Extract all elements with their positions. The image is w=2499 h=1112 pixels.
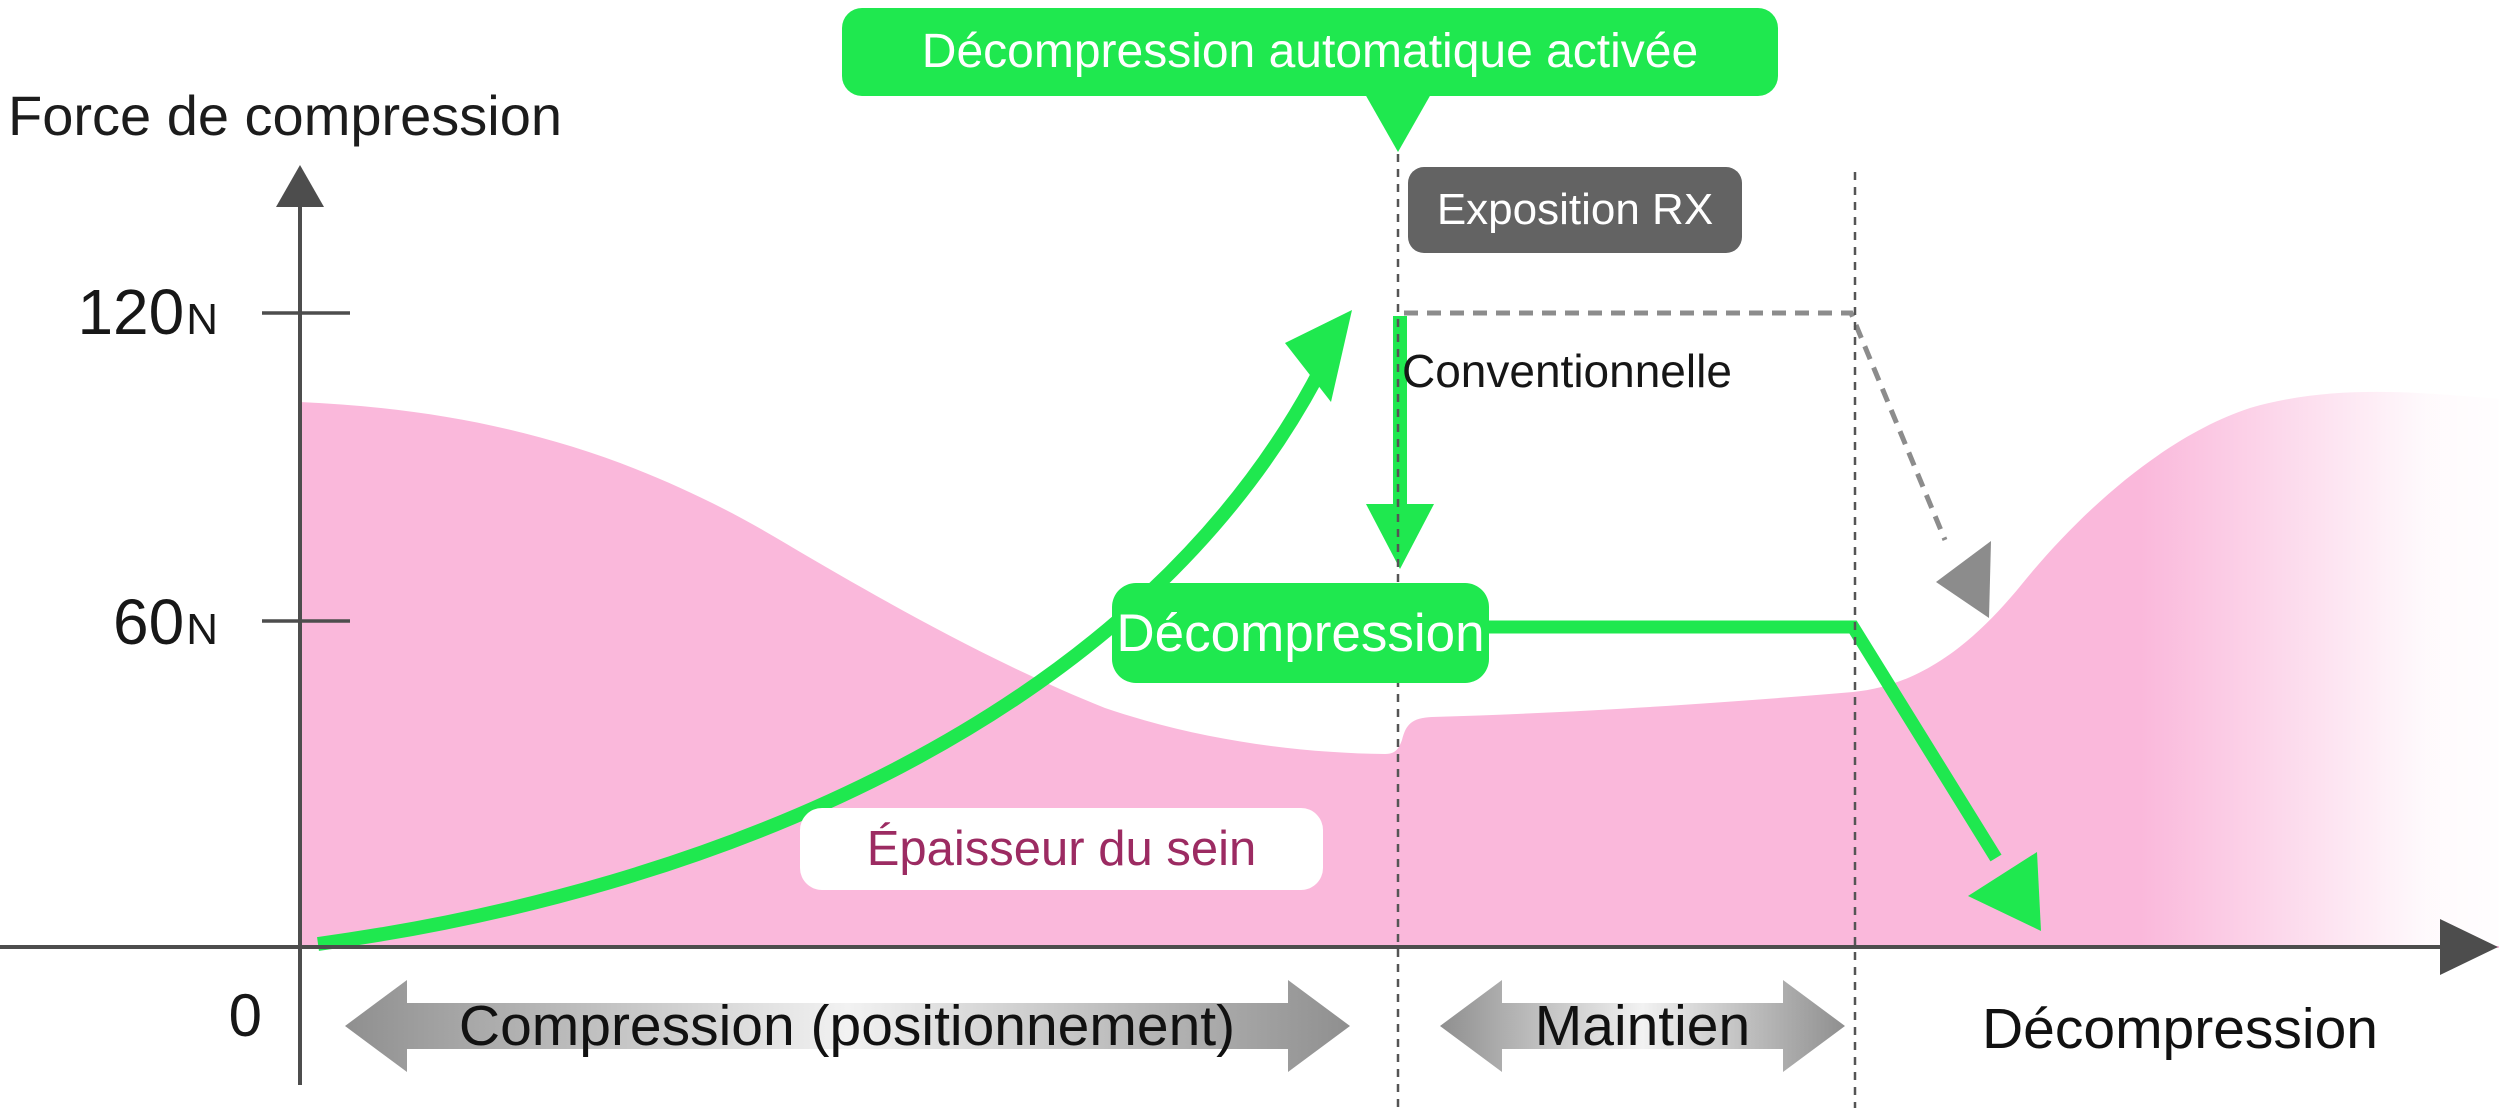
phase-label-maintien: Maintien: [1534, 993, 1751, 1058]
compression-curve-arrowhead-icon: [1285, 310, 1352, 402]
auto-decompression-arrow-shaft: [1393, 316, 1407, 506]
conventional-dashed-line: [1404, 310, 1948, 541]
auto-decompression-arrowhead-icon: [1366, 504, 1434, 569]
phase-label-compression: Compression (positionnement): [458, 993, 1236, 1058]
x-axis-arrowhead-icon: [2440, 919, 2498, 975]
breast-thickness-label: Épaisseur du sein: [800, 808, 1323, 890]
decompression-connector-arrowhead-icon: [1968, 852, 2041, 931]
pink-fade-gradient: [2140, 360, 2499, 946]
y-tick-60-unit: N: [186, 605, 218, 654]
phase-label-decompression: Décompression: [1982, 996, 2378, 1061]
exposure-badge: Exposition RX: [1408, 167, 1742, 253]
maintien-phase-arrow: [1440, 980, 1845, 1072]
y-tick-120-value: 120: [77, 276, 185, 348]
banner-tail-icon: [1365, 94, 1431, 152]
auto-decompression-banner: Décompression automatique activée: [842, 8, 1778, 96]
origin-label: 0: [228, 982, 262, 1049]
conventional-label: Conventionnelle: [1402, 345, 1732, 397]
compression-force-curve: [317, 345, 1338, 951]
y-tick-120-unit: N: [186, 295, 218, 344]
y-axis-arrowhead-icon: [276, 165, 324, 207]
decompression-connector-line: [1489, 620, 2002, 862]
conventional-arrowhead-icon: [1936, 541, 1991, 618]
y-axis-title: Force de compression: [8, 84, 563, 147]
y-tick-60-value: 60: [113, 586, 185, 658]
decompression-badge: Décompression: [1112, 583, 1489, 683]
compression-phase-arrow: [345, 980, 1350, 1072]
